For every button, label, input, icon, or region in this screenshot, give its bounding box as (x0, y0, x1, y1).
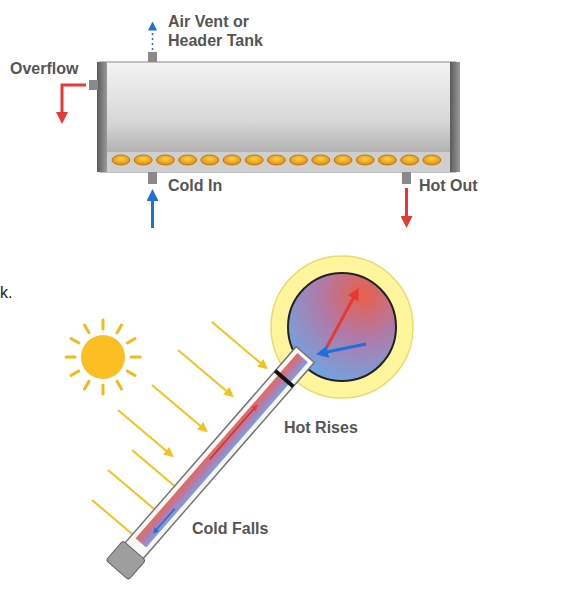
sun-ray (127, 371, 135, 376)
tube-opening (179, 155, 197, 165)
sun-ray (117, 325, 122, 333)
tube-opening (378, 155, 396, 165)
evacuated-tube (106, 345, 317, 580)
sun-ray (71, 371, 79, 376)
cold-flow-arrow (322, 344, 366, 353)
sun-ray (131, 356, 140, 359)
flow-label: Cold Falls (192, 519, 268, 538)
light-beam (178, 350, 230, 394)
sun-ray (71, 339, 79, 344)
tube-opening (356, 155, 374, 165)
tube-opening (423, 155, 441, 165)
hot-out-arrow (405, 188, 408, 222)
overflow-label: Overflow (10, 59, 78, 78)
tube-opening (134, 155, 152, 165)
outlet-label: Hot Out (419, 176, 478, 195)
sun-ray (102, 320, 105, 329)
tube-opening (201, 155, 219, 165)
light-beam (108, 470, 160, 514)
overflow-arrow (62, 85, 86, 118)
light-beam (152, 385, 204, 429)
tube-opening (112, 155, 130, 165)
sun-ray (102, 385, 105, 394)
flow-label: Hot Rises (284, 418, 358, 437)
cropped-text: k. (0, 283, 12, 302)
sun-ray (85, 325, 90, 333)
tube-opening (156, 155, 174, 165)
tube-opening (290, 155, 308, 165)
sun (66, 320, 140, 394)
tube-opening (267, 155, 285, 165)
tube-opening (401, 155, 419, 165)
inlet-label: Cold In (168, 176, 222, 195)
tube-opening (312, 155, 330, 165)
sun-ray (85, 381, 90, 389)
tube-opening (245, 155, 263, 165)
cold-in-arrow (151, 195, 154, 228)
storage-tank (89, 26, 460, 184)
vent-label: Air Vent or Header Tank (168, 12, 280, 50)
sun-ray (117, 381, 122, 389)
sun-ray (66, 356, 75, 359)
light-beam (118, 410, 170, 454)
light-beam (212, 322, 264, 366)
tube-opening (334, 155, 352, 165)
sun-ray (127, 339, 135, 344)
tube-opening (223, 155, 241, 165)
